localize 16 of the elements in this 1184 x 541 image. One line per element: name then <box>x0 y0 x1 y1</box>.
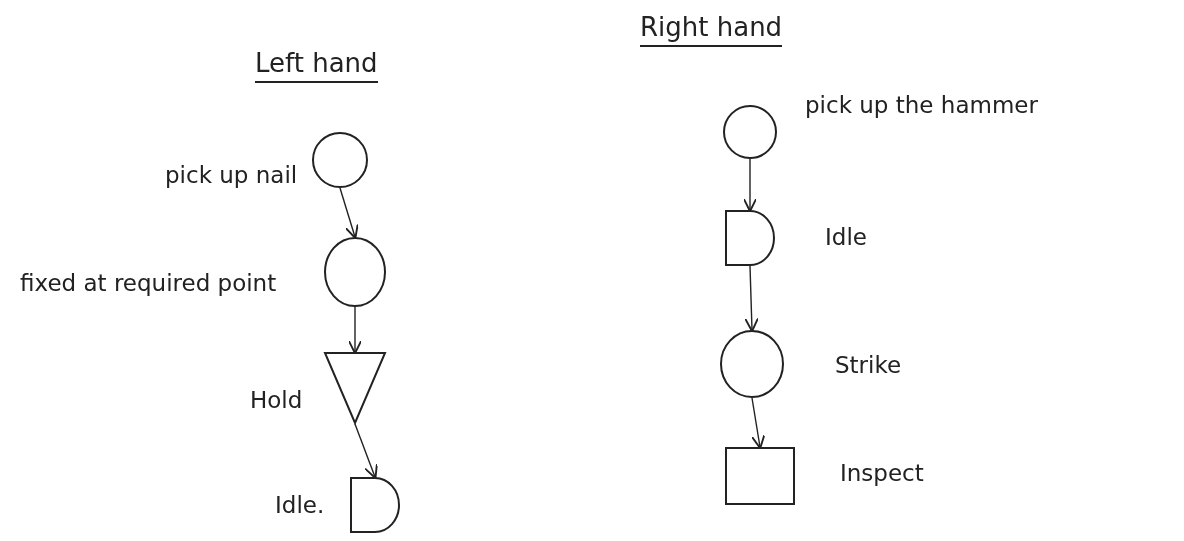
arrow <box>347 306 363 355</box>
column-heading: Right hand <box>640 12 783 47</box>
step-label: Hold <box>250 386 303 415</box>
arrow <box>742 158 758 213</box>
arrow <box>751 397 766 450</box>
step-label: Inspect <box>840 459 924 488</box>
step-label: Idle <box>825 223 867 252</box>
arrow <box>354 423 378 480</box>
step-label: fixed at required point <box>20 269 277 298</box>
column-heading: Left hand <box>255 48 378 83</box>
step-label: pick up nail <box>165 161 298 190</box>
arrow <box>339 187 359 240</box>
step-label: Idle. <box>275 491 325 520</box>
step-label: Strike <box>835 351 902 380</box>
arrow <box>744 265 759 333</box>
step-label: pick up the hammer <box>805 91 1038 120</box>
